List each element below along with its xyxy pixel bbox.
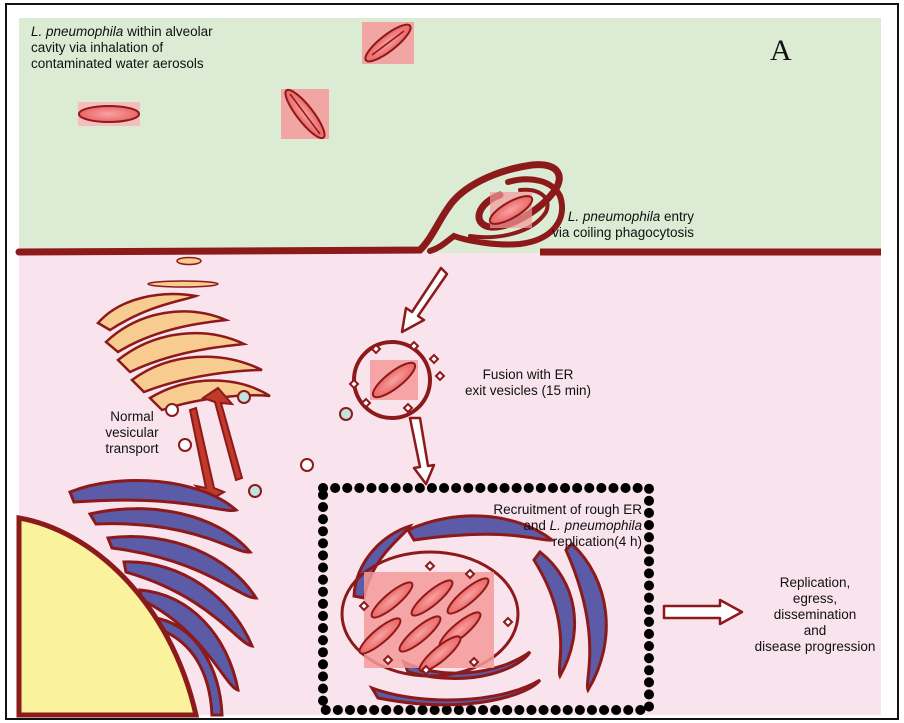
entering-bacterium: [486, 191, 536, 229]
label-alveolar-italic: L. pneumophila: [31, 24, 123, 39]
label-recruitment-pre: and: [523, 518, 549, 533]
free-bacterium: [280, 85, 330, 142]
label-er-recruitment: Recruitment of rough ER and L. pneumophi…: [452, 502, 642, 550]
label-fusion-line1: Fusion with ER: [448, 367, 608, 383]
panel-letter: A: [770, 34, 792, 68]
label-transport-line1: Normal: [92, 409, 172, 425]
free-bacterium: [78, 102, 140, 126]
label-entry-italic: L. pneumophila: [568, 209, 660, 224]
label-outcome-line5: disease progression: [740, 639, 890, 655]
label-outcome-line2: egress,: [740, 591, 890, 607]
label-transport-line3: transport: [92, 441, 172, 457]
label-alveolar-line2: cavity via inhalation of: [31, 40, 213, 56]
label-alveolar-line1: within alveolar: [123, 24, 212, 39]
label-outcome: Replication, egress, dissemination and d…: [740, 575, 890, 655]
label-outcome-line1: Replication,: [740, 575, 890, 591]
label-fusion-line2: exit vesicles (15 min): [448, 383, 608, 399]
label-recruitment-italic: L. pneumophila: [550, 518, 642, 533]
label-alveolar-entry: L. pneumophila within alveolar cavity vi…: [31, 24, 213, 72]
free-bacterium: [361, 19, 415, 66]
golgi-vesicle: [177, 258, 201, 265]
label-coiling-entry: L. pneumophila entry via coiling phagocy…: [532, 209, 694, 241]
label-alveolar-line3: contaminated water aerosols: [31, 56, 213, 72]
label-entry-line1: entry: [660, 209, 694, 224]
label-vesicular-transport: Normal vesicular transport: [92, 409, 172, 457]
label-transport-line2: vesicular: [92, 425, 172, 441]
label-recruitment-line1: Recruitment of rough ER: [452, 502, 642, 518]
label-er-fusion: Fusion with ER exit vesicles (15 min): [448, 367, 608, 399]
label-outcome-line3: dissemination: [740, 607, 890, 623]
label-recruitment-line3: replication(4 h): [452, 534, 642, 550]
golgi-vesicle: [148, 281, 218, 287]
label-outcome-line4: and: [740, 623, 890, 639]
label-entry-line2: via coiling phagocytosis: [532, 225, 694, 241]
